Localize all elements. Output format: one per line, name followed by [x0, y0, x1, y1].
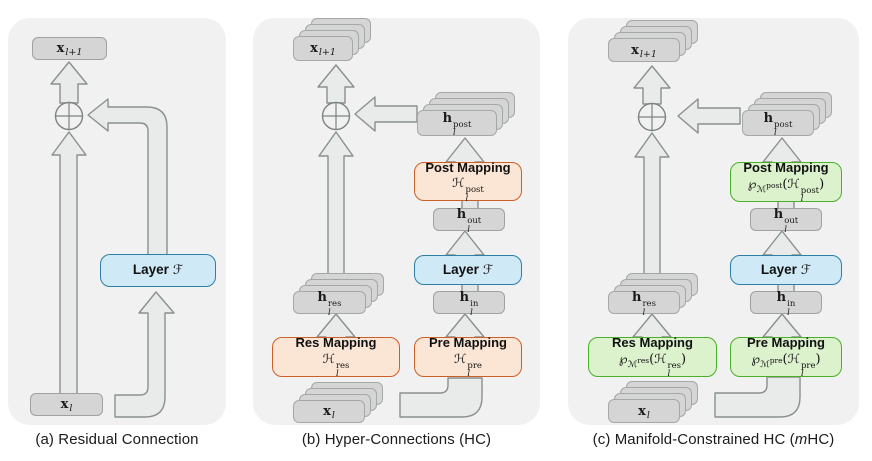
box-x-next: xl+1 [293, 36, 353, 61]
caption-hyper-connections: (b) Hyper-Connections (HC) [301, 431, 492, 448]
up-elbow-pipe-icon [114, 291, 175, 418]
long-up-arrow-icon [51, 131, 87, 395]
up-elbow-pipe-icon [399, 377, 483, 418]
caption-residual-connection: (a) Residual Connection [35, 431, 199, 448]
left-block-arrow-icon [354, 96, 418, 132]
x-next-label: xl+1 [56, 41, 83, 58]
left-elbow-arrow-icon [87, 98, 168, 256]
up-arrow-icon [50, 61, 88, 104]
up-arrow-icon [317, 64, 355, 104]
long-up-arrow-icon [634, 132, 670, 291]
post-mapping-title: Post Mapping [425, 159, 511, 175]
stack-x-in: xl [293, 382, 383, 423]
post-mapping-title: Post Mapping [743, 160, 829, 176]
pre-mapping-title: Pre Mapping [428, 335, 507, 351]
res-mapping-title: Res Mapping [295, 335, 377, 351]
caption-manifold-constrained-hc: (c) Manifold-Constrained HC (mHC) [592, 431, 835, 448]
res-mapping-title: Res Mapping [612, 335, 693, 351]
box-x-in: xl [30, 393, 103, 416]
long-up-arrow-icon [318, 131, 354, 291]
x-in-label: xl [60, 397, 73, 414]
box-x-in: xl [608, 399, 680, 423]
box-x-in: xl [293, 400, 365, 423]
up-arrow-icon [633, 65, 671, 105]
left-block-arrow-icon [677, 98, 741, 134]
sum-node-icon [637, 102, 667, 132]
stack-x-in: xl [608, 381, 698, 423]
up-elbow-pipe-icon [714, 376, 801, 418]
sum-node-icon [321, 101, 351, 131]
stack-x-next: xl+1 [608, 20, 698, 62]
pre-mapping-title: Pre Mapping [746, 335, 825, 351]
box-x-next: xl+1 [608, 38, 680, 62]
box-x-next: xl+1 [32, 37, 107, 60]
stack-x-next: xl+1 [293, 18, 371, 61]
sum-node-icon [54, 101, 84, 131]
